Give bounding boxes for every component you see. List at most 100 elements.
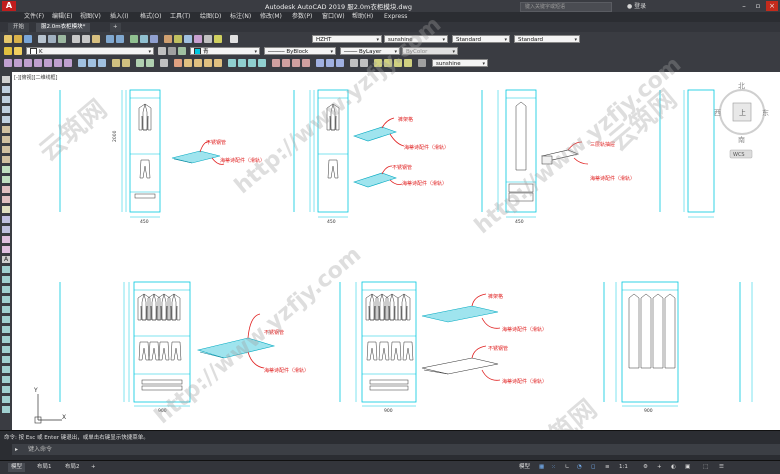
fillet-tool-icon[interactable] — [2, 406, 10, 413]
hatch-icon[interactable] — [2, 216, 10, 223]
break-tool-icon[interactable] — [2, 386, 10, 393]
viewcube-east[interactable]: 东 — [762, 108, 769, 117]
calculator-icon[interactable] — [214, 35, 222, 43]
menu-edit[interactable]: 编辑(E) — [52, 13, 73, 20]
dim-style-select[interactable]: Standard — [452, 35, 510, 43]
mirror-icon[interactable] — [194, 59, 202, 67]
zoom-window-icon[interactable] — [150, 35, 158, 43]
isolate-icon[interactable]: ◐ — [671, 464, 676, 470]
lineweight-icon[interactable]: ≡ — [605, 464, 610, 470]
line-icon[interactable] — [2, 76, 10, 83]
menu-format[interactable]: 格式(O) — [140, 13, 162, 20]
spline-icon[interactable] — [2, 156, 10, 163]
minimize-icon[interactable]: – — [742, 2, 746, 10]
erase-icon[interactable] — [174, 59, 182, 67]
copy-object-icon[interactable] — [184, 59, 192, 67]
trim-tool-icon[interactable] — [2, 366, 10, 373]
undo-icon[interactable] — [106, 35, 114, 43]
arc-icon[interactable] — [2, 126, 10, 133]
tab-model[interactable]: 模型 — [8, 463, 26, 472]
command-input[interactable]: ▸ 键入命令 — [12, 444, 780, 455]
offset-tool-icon[interactable] — [2, 306, 10, 313]
layer-manager-icon[interactable] — [4, 47, 12, 55]
polyline-icon[interactable] — [2, 96, 10, 103]
tolerance-icon[interactable] — [112, 59, 120, 67]
viewport-controls[interactable]: [-][俯视][二维线框] — [14, 74, 58, 81]
mtext-tool-icon[interactable]: A — [2, 256, 10, 263]
trim-icon[interactable] — [272, 59, 280, 67]
menu-dimension[interactable]: 标注(N) — [230, 13, 252, 20]
menu-window[interactable]: 窗口(W) — [322, 13, 345, 20]
new-icon[interactable] — [4, 35, 12, 43]
mtext-icon[interactable] — [360, 59, 368, 67]
menu-parametric[interactable]: 参数(P) — [292, 13, 313, 20]
chamfer-icon[interactable] — [316, 59, 324, 67]
table-style-select[interactable]: Standard — [514, 35, 580, 43]
design-center-icon[interactable] — [174, 35, 182, 43]
print-icon[interactable] — [38, 35, 46, 43]
viewcube-top[interactable]: 上 — [739, 108, 746, 117]
move-tool-icon[interactable] — [2, 326, 10, 333]
menu-insert[interactable]: 插入(I) — [110, 13, 129, 20]
customize-icon[interactable]: ☰ — [719, 464, 724, 470]
model-space-button[interactable]: 模型 — [519, 464, 531, 470]
menu-view[interactable]: 视图(V) — [80, 13, 101, 20]
circle-icon[interactable] — [2, 136, 10, 143]
chamfer-tool-icon[interactable] — [2, 396, 10, 403]
drawing-canvas[interactable]: 450 2000 不锈钢管 海蒂诗配件（滑轨） 450 裤架格 海蒂诗配件（滑轨… — [12, 72, 780, 430]
construction-line-icon[interactable] — [2, 86, 10, 93]
dim-ordinate-icon[interactable] — [34, 59, 42, 67]
viewcube-north[interactable]: 北 — [738, 82, 745, 90]
center-mark-icon[interactable] — [122, 59, 130, 67]
ellipse-icon[interactable] — [2, 166, 10, 173]
menu-modify[interactable]: 修改(M) — [260, 13, 282, 20]
rotate-tool-icon[interactable] — [2, 336, 10, 343]
mirror-tool-icon[interactable] — [2, 296, 10, 303]
mleader-align-icon[interactable] — [394, 59, 402, 67]
tab-drawing[interactable]: 服2.0m衣柜模块* — [36, 23, 91, 32]
menu-help[interactable]: 帮助(H) — [352, 13, 374, 20]
save-icon[interactable] — [24, 35, 32, 43]
match-layer-icon[interactable] — [178, 47, 186, 55]
revcloud-icon[interactable] — [2, 146, 10, 153]
zoom-icon[interactable] — [140, 35, 148, 43]
table-icon[interactable] — [2, 246, 10, 253]
viewcube-west[interactable]: 西 — [714, 109, 721, 117]
cut-icon[interactable] — [72, 35, 80, 43]
insert-block-icon[interactable] — [2, 186, 10, 193]
login-button[interactable]: ● 登录 — [627, 3, 647, 10]
add-selected-icon[interactable] — [2, 266, 10, 273]
fillet-icon[interactable] — [326, 59, 334, 67]
array-tool-icon[interactable] — [2, 316, 10, 323]
help-icon[interactable] — [230, 35, 238, 43]
redo-icon[interactable] — [116, 35, 124, 43]
scale-icon[interactable] — [248, 59, 256, 67]
menu-tools[interactable]: 工具(T) — [170, 13, 191, 20]
move-icon[interactable] — [228, 59, 236, 67]
layer-previous-icon[interactable] — [168, 47, 176, 55]
open-icon[interactable] — [14, 35, 22, 43]
layer-select[interactable]: K — [26, 47, 154, 55]
search-input[interactable]: 键入关键字或短语 — [520, 2, 612, 12]
point-icon[interactable] — [2, 206, 10, 213]
dim-linear-icon[interactable] — [4, 59, 12, 67]
gradient-icon[interactable] — [2, 226, 10, 233]
preview-icon[interactable] — [48, 35, 56, 43]
tab-layout2[interactable]: 布局2 — [65, 464, 80, 470]
layer-state-icon[interactable] — [14, 47, 22, 55]
plus-icon[interactable]: + — [657, 464, 662, 470]
dim-edit-icon[interactable] — [136, 59, 144, 67]
pan-icon[interactable] — [130, 35, 138, 43]
make-current-icon[interactable] — [158, 47, 166, 55]
join-icon[interactable] — [302, 59, 310, 67]
annotation-scale-button[interactable]: 1:1 — [619, 464, 628, 470]
paste-icon[interactable] — [92, 35, 100, 43]
break-icon[interactable] — [292, 59, 300, 67]
autocad-logo-icon[interactable]: A — [2, 1, 16, 11]
quick-dim-icon[interactable] — [78, 59, 86, 67]
copy-icon[interactable] — [82, 35, 90, 43]
add-layout-icon[interactable]: + — [91, 464, 96, 470]
explode-icon[interactable] — [336, 59, 344, 67]
wcs-menu[interactable] — [729, 149, 753, 159]
dim-diameter-icon[interactable] — [54, 59, 62, 67]
